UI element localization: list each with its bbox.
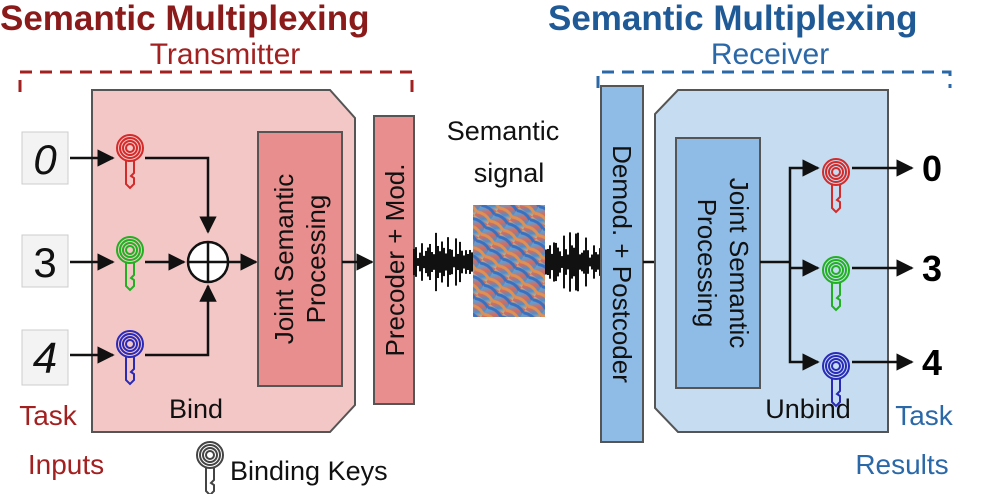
unbind-label: Unbind [765,394,851,424]
task-results-label-2: Results [855,449,948,480]
rx-joint-semantic-processing-block [675,137,761,389]
legend-label: Binding Keys [230,456,388,486]
rx-red-key-icon [822,158,850,214]
svg-text:3: 3 [33,239,56,286]
receiver-subtitle: Receiver [711,38,829,71]
tx-joint-semantic-processing-block [257,131,343,387]
transmitter-bracket [18,70,414,92]
tx-green-key-icon [116,236,144,292]
output-4: 4 [922,342,942,383]
svg-text:0: 0 [33,136,57,183]
superposition-operator-icon [186,240,230,284]
transmitter-subtitle: Transmitter [150,38,301,71]
semantic-signal-label-2: signal [474,158,545,188]
output-3: 3 [922,248,942,289]
tx-jsp-label-line1: Joint Semantic [269,174,299,345]
receiver-title: Semantic Multiplexing [548,0,918,38]
rx-blue-key-icon [822,352,850,408]
receiver-bracket [596,70,952,88]
demod-postcoder-block [600,85,644,443]
tx-jsp-label-line2: Processing [301,195,331,324]
task-inputs-label-1: Task [19,400,78,431]
output-0: 0 [922,148,942,189]
semantic-signal-label-1: Semantic [447,116,560,146]
tx-blue-key-icon [116,330,144,386]
tx-red-key-icon [116,134,144,190]
demod-label: Demod. + Postcoder [607,145,637,383]
bind-label: Bind [169,394,223,424]
svg-text:4: 4 [33,334,57,383]
rx-jsp-label-line2: Processing [692,199,722,328]
binding-key-legend-icon [196,441,224,494]
precoder-mod-block [373,115,415,405]
received-waveform [545,232,601,292]
semantic-signal-image [473,205,545,317]
transmitted-waveform [413,232,473,292]
precoder-label: Precoder + Mod. [380,164,410,357]
task-inputs-label-2: Inputs [28,449,104,480]
digit-0-image: 0 [21,131,69,185]
transmitter-title: Semantic Multiplexing [0,0,370,38]
digit-4-image: 4 [21,329,69,386]
rx-jsp-label-line1: Joint Semantic [724,178,754,349]
task-results-label-1: Task [895,400,954,431]
digit-3-image: 3 [21,234,69,288]
rx-green-key-icon [822,256,850,312]
